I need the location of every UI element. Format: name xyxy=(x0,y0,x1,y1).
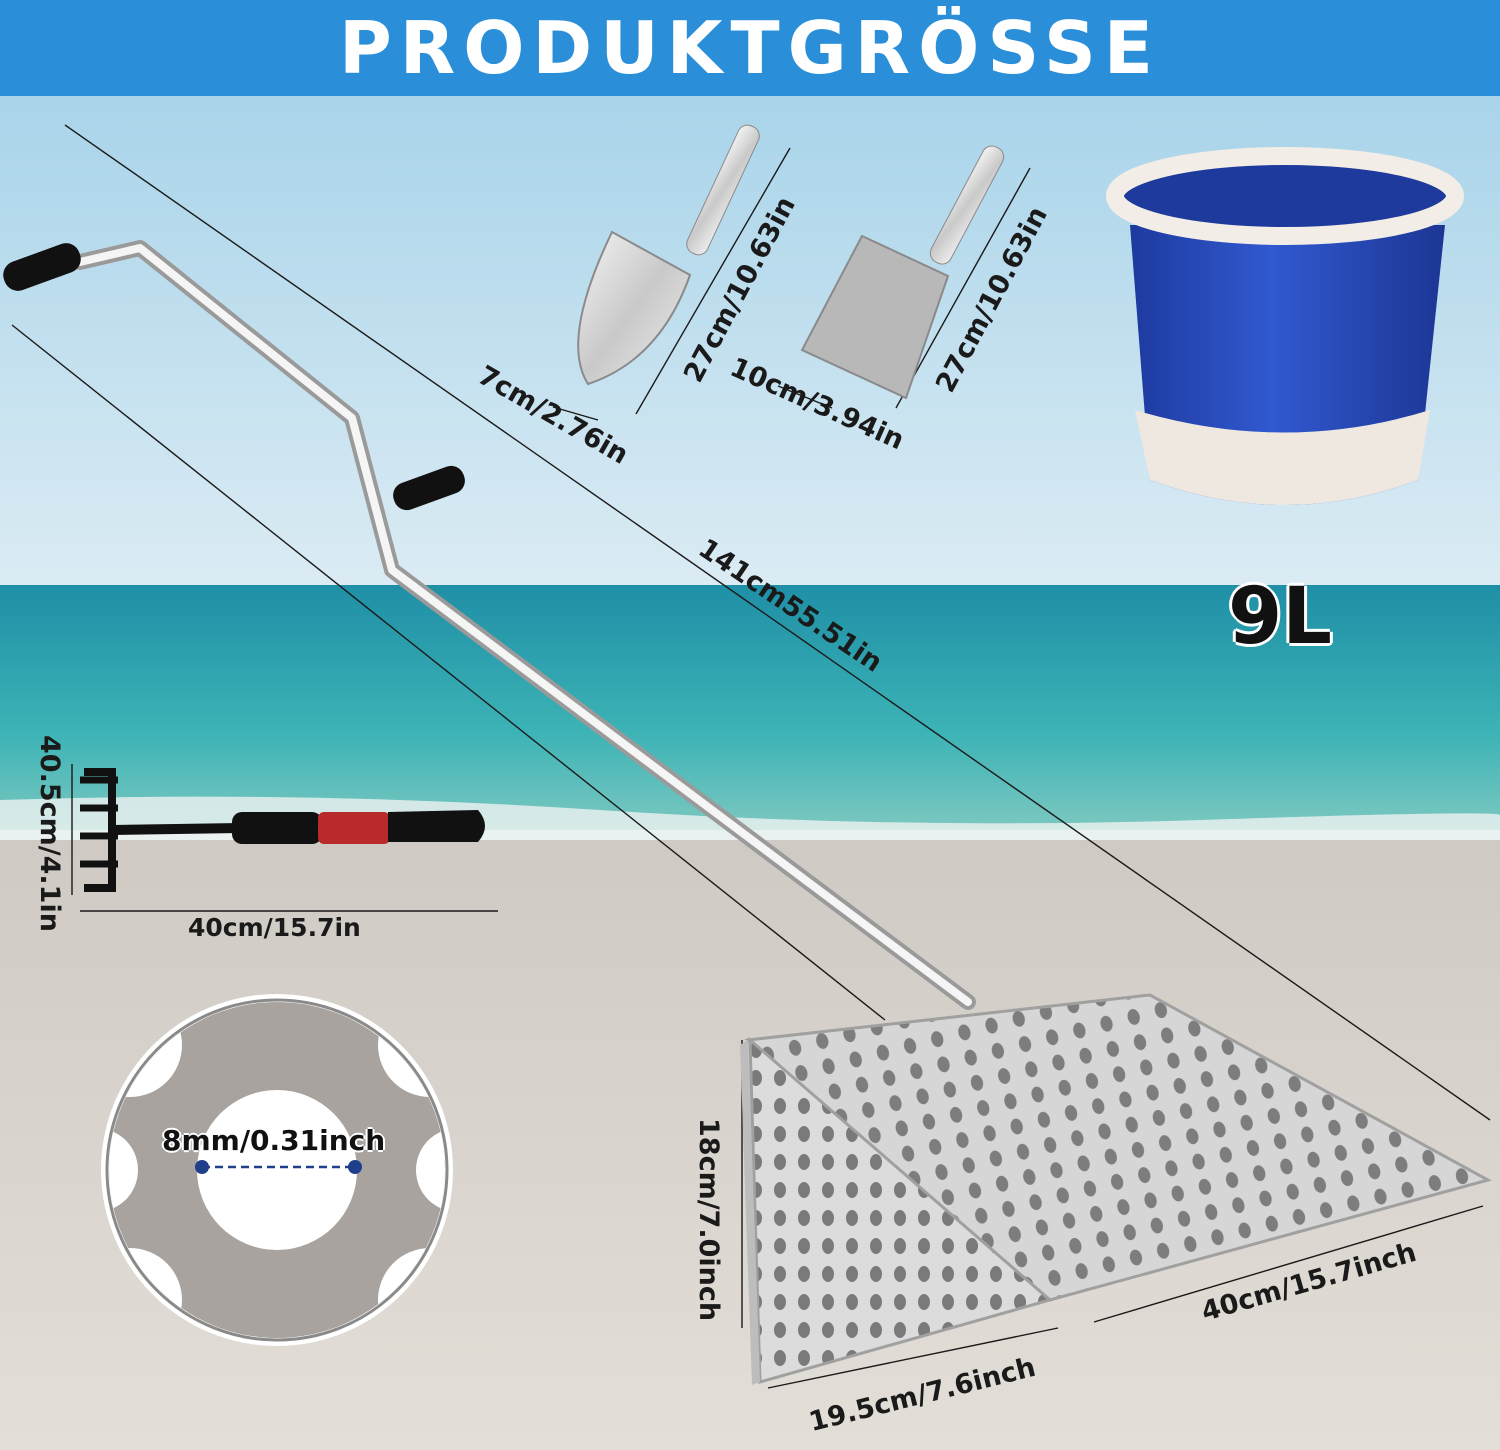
sand-sieve-shovel-icon xyxy=(3,240,1492,1385)
sea xyxy=(0,585,1500,830)
sieve-height-label: 18cm/7.0inch xyxy=(693,1118,724,1322)
garden-trowel-icon xyxy=(577,124,760,386)
mesh-hole-detail-icon xyxy=(101,994,453,1346)
header-banner: PRODUKTGRÖSSE xyxy=(0,0,1500,96)
rake-length-label: 40cm/15.7in xyxy=(188,913,361,942)
scoop-icon xyxy=(800,145,1005,400)
rake-height-label: 40.5cm/4.1in xyxy=(34,735,65,932)
page-title: PRODUKTGRÖSSE xyxy=(339,6,1161,90)
bucket-volume-label: 9L xyxy=(1228,572,1332,662)
dimension-lines xyxy=(11,124,1491,1389)
hand-rake-icon xyxy=(80,768,485,892)
folding-bucket-icon xyxy=(1106,147,1464,505)
hole-diameter-label: 8mm/0.31inch xyxy=(162,1124,386,1157)
